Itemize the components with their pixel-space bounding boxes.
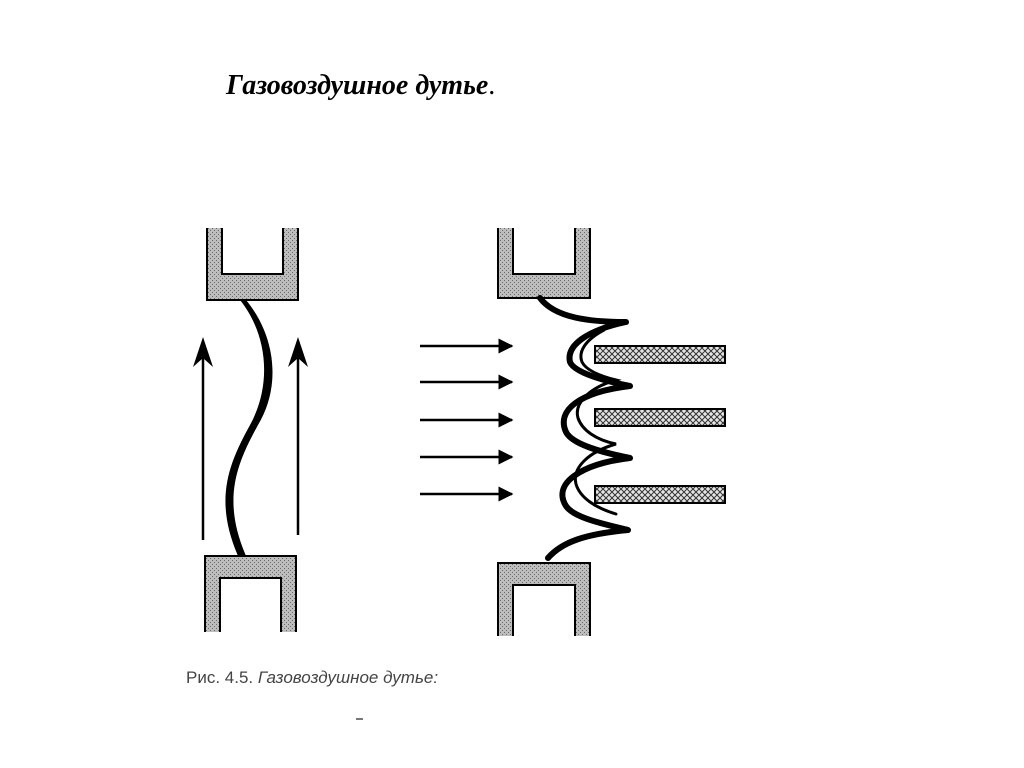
left-bottom-electrode — [205, 556, 296, 632]
hatched-plate-icon — [594, 485, 726, 504]
right-arc-outer — [537, 295, 633, 561]
hatched-plate-icon — [594, 345, 726, 364]
left-bottom-electrode-outline — [204, 555, 297, 632]
left-top-electrode-outline — [206, 228, 299, 301]
title-text: Газовоздушное дутье — [226, 70, 489, 101]
right-diagram — [420, 228, 726, 636]
up-arrow-icon — [288, 337, 308, 367]
right-top-electrode-outline — [497, 228, 591, 299]
title-end: . — [488, 70, 496, 101]
caption-text: Газовоздушное дутье: — [257, 668, 439, 687]
figure-caption: Рис. 4.5. Газовоздушное дутье: — [186, 668, 438, 688]
hatched-plate-icon — [594, 408, 726, 427]
left-diagram — [193, 228, 308, 632]
left-top-electrode — [207, 228, 298, 300]
left-arc-column — [225, 300, 273, 556]
right-top-electrode — [498, 228, 590, 298]
up-arrow-icon — [193, 337, 213, 367]
right-bottom-electrode — [498, 563, 590, 636]
right-arc-inner — [573, 328, 622, 516]
scan-artifact-mark — [356, 718, 363, 723]
right-bottom-electrode-outline — [497, 562, 591, 636]
slide-title: Газовоздушное дутье. — [226, 70, 495, 102]
caption-number: Рис. 4.5. — [186, 668, 254, 687]
